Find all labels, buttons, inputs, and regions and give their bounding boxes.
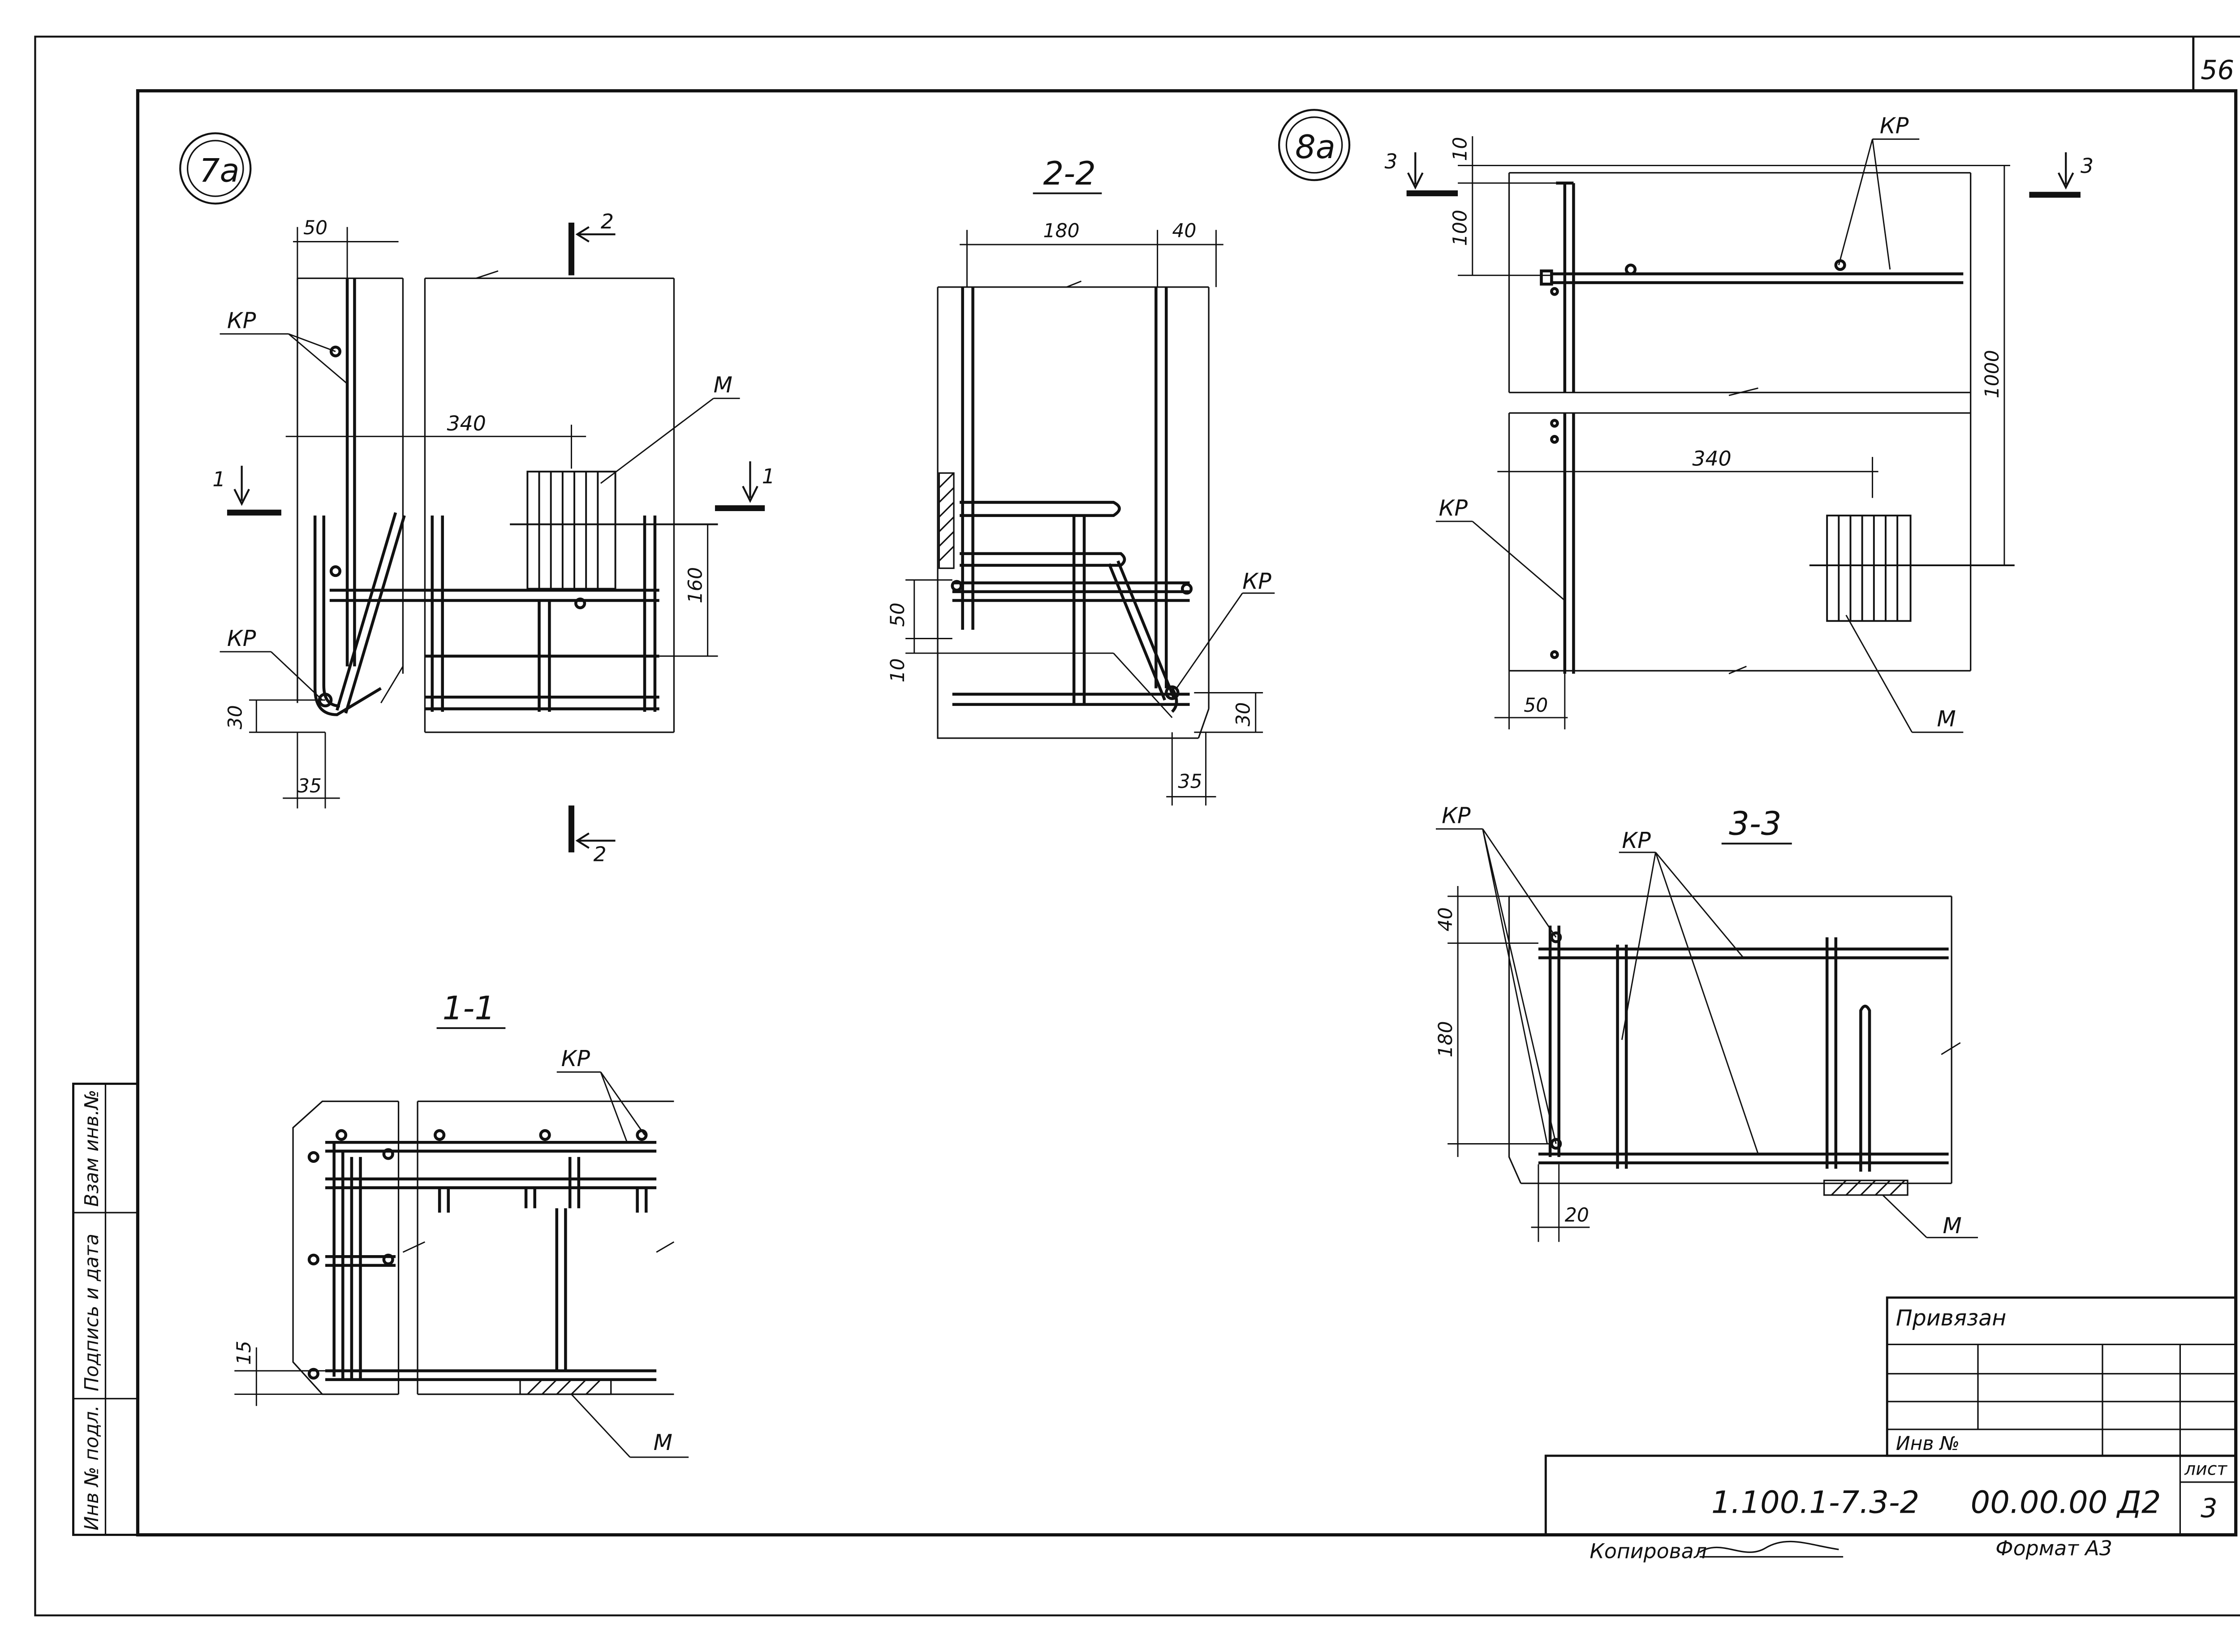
detail-marker-circle — [179, 132, 252, 205]
title-block: Привязан Инв № 1.100.1-7.3-2 00.00.00 Д2… — [1544, 1296, 2237, 1536]
rebar — [1540, 181, 1964, 674]
dim-20: 20 — [1565, 1205, 1589, 1226]
side-stamp: Взам инв.№ Подпись и дата Инв № подл. — [72, 1082, 139, 1536]
dim-50: 50 — [1524, 695, 1548, 717]
drawing-designation: 1.100.1-7.3-2 — [1711, 1484, 1920, 1520]
leader-lines — [1436, 828, 1978, 1239]
cut-1-left: 1 — [212, 467, 225, 491]
concrete-outline — [292, 1101, 674, 1395]
concrete-outline — [1508, 172, 1972, 672]
sheet-label: лист — [2184, 1459, 2227, 1479]
detail-8a: 8a — [1278, 109, 2094, 733]
rebar-mark-kr-left: КР — [1442, 802, 1471, 828]
dim-35: 35 — [297, 775, 322, 797]
section-title: 2-2 — [1043, 155, 1096, 192]
dim-40: 40 — [1435, 907, 1457, 931]
leader-lines — [220, 333, 740, 704]
privyazan-label: Привязан — [1896, 1305, 2006, 1331]
rebar — [1538, 925, 1949, 1172]
dim-340: 340 — [447, 412, 486, 435]
dim-1000: 1000 — [1982, 350, 2003, 398]
detail-marker-circle — [1278, 109, 1351, 181]
rebar-mark-kr-top: КР — [227, 307, 256, 333]
plate-mark-m: М — [1943, 1213, 1962, 1239]
dim-30: 30 — [1233, 702, 1255, 727]
drawing-code: 00.00.00 Д2 — [1971, 1484, 2161, 1520]
rebar — [951, 287, 1193, 713]
dim-30: 30 — [225, 705, 247, 729]
dim-180: 180 — [1043, 220, 1080, 242]
rebar-mark-kr-top: КР — [1880, 113, 1909, 139]
dim-35: 35 — [1178, 771, 1202, 793]
section-cut-marks — [1406, 152, 2081, 198]
dim-100: 100 — [1450, 210, 1472, 246]
section-title: 1-1 — [443, 989, 495, 1027]
section-3-3: 3-3 — [1435, 802, 1978, 1242]
dim-15: 15 — [233, 1341, 255, 1365]
dimension-lines — [1458, 136, 2010, 730]
rebar-mark-kr-right: КР — [1622, 827, 1651, 853]
rebar-mark-kr-bottom: КР — [227, 625, 256, 651]
section-2-2: 2-2 — [887, 155, 1275, 806]
leader-lines — [1113, 592, 1275, 718]
detail-marker-label: 7a — [199, 151, 240, 189]
dim-10: 10 — [1450, 137, 1472, 161]
dimension-lines — [234, 1241, 675, 1406]
dimension-lines — [1447, 886, 1961, 1242]
stamp-podpis-data: Подпись и дата — [81, 1234, 103, 1391]
stamp-inv-podl: Инв № подл. — [81, 1405, 103, 1531]
dim-340: 340 — [1692, 447, 1731, 471]
sheet-frame — [34, 35, 2240, 1617]
section-1-1: 1-1 — [233, 989, 689, 1458]
footer: Копировал Формат А3 — [1590, 1536, 2112, 1563]
cut-3-right: 3 — [2081, 154, 2094, 178]
leader-lines — [1436, 138, 1964, 733]
detail-marker-label: 8a — [1295, 128, 1335, 166]
rebar-mark-kr-left: КР — [1439, 495, 1468, 521]
dim-40: 40 — [1172, 220, 1196, 242]
cut-3-left: 3 — [1385, 150, 1398, 173]
rebar — [307, 1129, 657, 1381]
concrete-outline — [937, 286, 1210, 739]
embedded-plate-hatch — [938, 472, 955, 569]
copied-by-label: Копировал — [1590, 1540, 1707, 1563]
leader-lines — [556, 1071, 689, 1458]
plate-mark-m: М — [654, 1429, 672, 1455]
dim-50: 50 — [887, 602, 909, 627]
cut-2-bottom: 2 — [594, 842, 607, 866]
rebar-mark-kr: КР — [561, 1045, 590, 1071]
dim-50: 50 — [303, 217, 327, 239]
cut-1-right: 1 — [762, 465, 775, 488]
embedded-plate — [510, 470, 718, 590]
embedded-plate-hatch — [1823, 1179, 1908, 1196]
detail-7a: 7a — [179, 132, 775, 866]
section-title: 3-3 — [1729, 805, 1782, 843]
plate-mark-m: М — [1937, 706, 1956, 732]
dim-180: 180 — [1435, 1021, 1457, 1057]
dimension-lines — [905, 230, 1263, 806]
format-label: Формат А3 — [1995, 1536, 2112, 1560]
concrete-outline — [1508, 895, 1952, 1184]
rebar — [313, 278, 659, 716]
stamp-vzam-inv: Взам инв.№ — [81, 1090, 103, 1207]
dimension-lines — [249, 227, 718, 809]
section-cut-marks — [227, 222, 765, 852]
inv-no-label: Инв № — [1896, 1433, 1960, 1455]
dim-160: 160 — [685, 567, 707, 603]
corner-sheet-number: 56 — [2201, 55, 2234, 86]
embedded-plate — [1809, 514, 2015, 622]
plate-mark-m: М — [714, 372, 732, 398]
dim-10: 10 — [887, 658, 909, 683]
rebar-mark-kr: КР — [1242, 568, 1271, 594]
cut-2-top: 2 — [601, 210, 614, 233]
sheet-value: 3 — [2201, 1493, 2217, 1523]
signature — [1699, 1540, 1844, 1558]
embedded-plate-hatch — [519, 1379, 612, 1395]
